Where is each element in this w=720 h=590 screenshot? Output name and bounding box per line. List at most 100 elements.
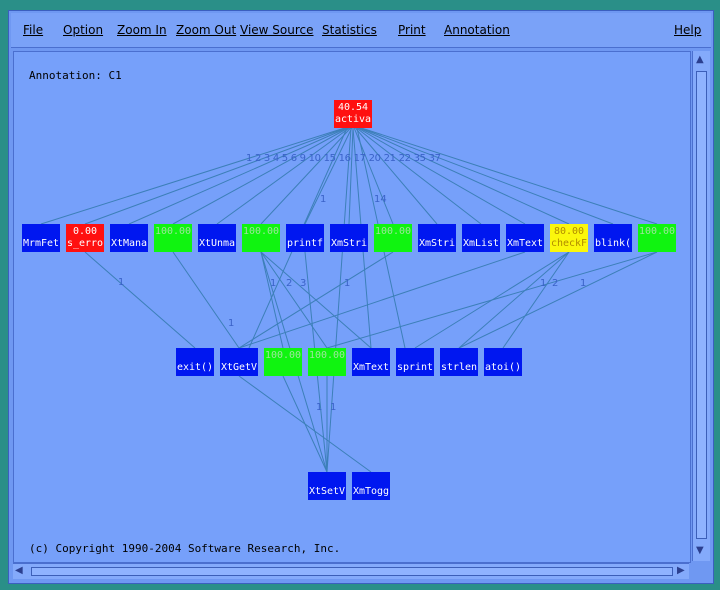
graph-edge: [358, 127, 570, 225]
graph-node[interactable]: XtSetV: [308, 472, 346, 500]
annotation-label: Annotation: C1: [29, 69, 122, 82]
node-value: [506, 224, 544, 238]
graph-edge: [84, 251, 196, 349]
scroll-left-icon[interactable]: ◀: [15, 565, 23, 576]
graph-node[interactable]: XtUnma: [198, 224, 236, 252]
node-value: [396, 348, 434, 362]
node-label: XmTogg: [352, 486, 390, 497]
graph-edge: [326, 127, 352, 473]
node-label: XtMana: [110, 238, 148, 249]
graph-edge: [216, 127, 350, 225]
node-label: printf: [286, 238, 324, 249]
graph-edge: [238, 251, 526, 349]
call-graph-canvas[interactable]: Annotation: C1 1 2 3 4 5 6 9 10 15 16 17…: [13, 51, 691, 563]
graph-edge: [355, 127, 438, 225]
graph-node[interactable]: 100.00: [154, 224, 192, 252]
graph-edge: [348, 127, 354, 225]
scroll-down-icon[interactable]: ▼: [696, 545, 704, 556]
menu-statistics[interactable]: Statistics: [322, 23, 377, 37]
graph-node[interactable]: printf: [286, 224, 324, 252]
menu-bar: File Option Zoom In Zoom Out View Source…: [11, 13, 711, 48]
node-label: XtGetV: [220, 362, 258, 373]
graph-node[interactable]: exit(): [176, 348, 214, 376]
node-value: [286, 224, 324, 238]
graph-node[interactable]: 100.00: [638, 224, 676, 252]
graph-node[interactable]: MrmFet: [22, 224, 60, 252]
node-label: [374, 238, 412, 250]
root-name: activa: [334, 114, 372, 125]
menu-file[interactable]: File: [23, 23, 44, 37]
graph-node[interactable]: atoi(): [484, 348, 522, 376]
graph-edge: [172, 251, 240, 349]
node-label: sprint: [396, 362, 434, 373]
node-label: XmText: [506, 238, 544, 249]
node-value: [418, 224, 456, 238]
node-value: 100.00: [242, 226, 280, 237]
node-value: 100.00: [638, 226, 676, 237]
graph-edge: [357, 127, 526, 225]
graph-node[interactable]: XtMana: [110, 224, 148, 252]
node-value: 0.00: [72, 226, 98, 237]
vertical-scrollbar[interactable]: ▲ ▼: [692, 51, 710, 561]
graph-node[interactable]: XmList: [462, 224, 500, 252]
edge-label: 1: [316, 402, 323, 413]
edges-layer: [40, 127, 658, 473]
graph-edge: [260, 127, 351, 225]
node-value: [484, 348, 522, 362]
graph-edge: [458, 251, 658, 349]
graph-node[interactable]: 100.00: [264, 348, 302, 376]
node-label: atoi(): [484, 362, 522, 373]
vertical-scroll-thumb[interactable]: [696, 71, 707, 539]
menu-option[interactable]: Option: [63, 23, 104, 37]
node-label: XmStri: [418, 238, 456, 249]
graph-edge: [502, 251, 570, 349]
root-value: 40.54: [337, 102, 369, 113]
node-value: 100.00: [154, 226, 192, 237]
graph-node[interactable]: 100.00: [374, 224, 412, 252]
graph-edge: [260, 251, 284, 349]
node-value: [352, 472, 390, 486]
graph-edge: [304, 127, 353, 225]
node-label: exit(): [176, 362, 214, 373]
menu-print[interactable]: Print: [398, 23, 426, 37]
graph-node[interactable]: blink(: [594, 224, 632, 252]
edge-label: 1: [118, 277, 125, 288]
graph-node[interactable]: strlen: [440, 348, 478, 376]
app-window: File Option Zoom In Zoom Out View Source…: [8, 10, 714, 584]
edge-label: 1: [320, 194, 327, 205]
graph-node[interactable]: XmText: [352, 348, 390, 376]
menu-annotation[interactable]: Annotation: [444, 23, 510, 37]
horizontal-scrollbar[interactable]: ◀ ▶: [13, 563, 689, 579]
scroll-up-icon[interactable]: ▲: [696, 54, 704, 65]
graph-node[interactable]: 100.00: [308, 348, 346, 376]
node-value: 100.00: [308, 350, 346, 361]
root-node[interactable]: 40.54 activa: [334, 100, 372, 128]
edge-label: 1: [270, 278, 277, 289]
scroll-right-icon[interactable]: ▶: [677, 565, 685, 576]
graph-edge: [84, 127, 346, 225]
menu-zoom-in[interactable]: Zoom In: [117, 23, 167, 37]
graph-edge: [238, 251, 394, 349]
graph-node[interactable]: sprint: [396, 348, 434, 376]
node-label: blink(: [594, 238, 632, 249]
node-value: [110, 224, 148, 238]
copyright-text: (c) Copyright 1990-2004 Software Researc…: [29, 542, 341, 555]
graph-node[interactable]: XmTogg: [352, 472, 390, 500]
menu-help[interactable]: Help: [674, 23, 702, 37]
horizontal-scroll-thumb[interactable]: [31, 567, 673, 576]
node-label: s_erro: [66, 238, 104, 249]
graph-node[interactable]: XmStri: [418, 224, 456, 252]
graph-node[interactable]: 100.00: [242, 224, 280, 252]
node-label: MrmFet: [22, 238, 60, 249]
graph-node[interactable]: XmStri: [330, 224, 368, 252]
menu-view-source[interactable]: View Source: [240, 23, 314, 37]
graph-edge: [326, 251, 658, 349]
graph-edge: [282, 375, 328, 473]
node-label: XmList: [462, 238, 500, 249]
menu-zoom-out[interactable]: Zoom Out: [176, 23, 237, 37]
graph-node[interactable]: XmText: [506, 224, 544, 252]
node-value: [308, 472, 346, 486]
graph-node[interactable]: XtGetV: [220, 348, 258, 376]
